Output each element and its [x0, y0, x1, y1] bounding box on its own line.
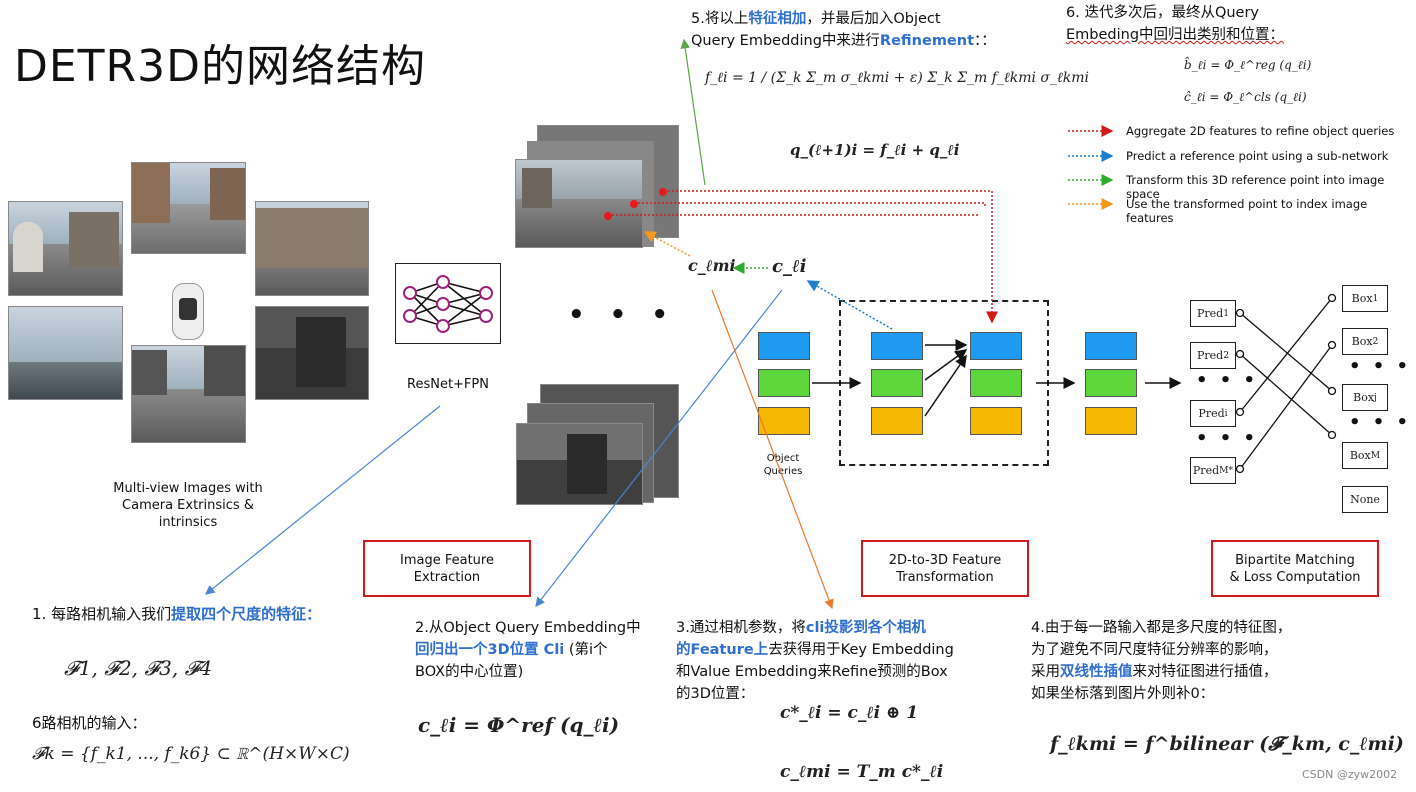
note-step1: 1. 每路相机输入我们提取四个尺度的特征：: [32, 605, 322, 623]
projected-point-1: [659, 188, 667, 196]
legend-predict: Predict a reference point using a sub-ne…: [1126, 149, 1389, 163]
formula-f-li: f_ℓi = 1 / (Σ_k Σ_m σ_ℓkmi + ε) Σ_k Σ_m …: [705, 70, 1090, 86]
page-title: DETR3D的网络结构: [14, 41, 427, 92]
formula-bilinear: f_ℓkmi = f^bilinear (𝓕_km, c_ℓmi): [1050, 733, 1404, 755]
formula-feature-set: 𝓕1, 𝓕2, 𝓕3, 𝓕4: [64, 656, 213, 680]
legend-index: Use the transformed point to index image…: [1126, 197, 1368, 225]
box-dots-2: • • •: [1349, 412, 1412, 433]
note-step5: 5.将以上特征相加，并最后加入Object Query Embedding中来进…: [691, 11, 996, 49]
formula-c-li: c_ℓi = Φ^ref (q_ℓi): [418, 713, 620, 737]
ellipsis-dots: • • •: [568, 300, 676, 330]
camera-image-front: [131, 162, 246, 254]
camera-image-front-right: [255, 201, 369, 296]
pred-dots-2: • • •: [1196, 428, 1259, 449]
formula-fk: 𝓕k = {f_k1, ..., f_k6} ⊂ ℝ^(H×W×C): [32, 744, 350, 764]
formula-c-cls: ĉ_ℓi = Φ_ℓ^cls (q_ℓi): [1184, 90, 1307, 104]
note-six-cameras: 6路相机的输入：: [32, 714, 147, 732]
formula-b-reg: b̂_ℓi = Φ_ℓ^reg (q_ℓi): [1184, 58, 1312, 72]
pred-dots-1: • • •: [1196, 370, 1259, 391]
note-step6: 6. 迭代多次后，最终从Query Embeding中回归出类别和位置：: [1066, 5, 1285, 43]
legend-transform: Transform this 3D reference point into i…: [1126, 173, 1385, 201]
camera-image-back: [131, 345, 246, 443]
stage-bipartite-matching: Bipartite Matching& Loss Computation: [1211, 540, 1379, 597]
note-step4: 4.由于每一路输入都是多尺度的特征图， 为了避免不同尺度特征分辨率的影响， 采用…: [1031, 620, 1292, 702]
formula-q-update: q_(ℓ+1)i = f_ℓi + q_ℓi: [790, 141, 960, 159]
resnet-label: ResNet+FPN: [407, 377, 489, 392]
gt-box-none: None: [1342, 486, 1388, 513]
formula-c-star: c*_ℓi = c_ℓi ⊕ 1: [780, 703, 919, 723]
note-step2: 2.从Object Query Embedding中 回归出一个3D位置 Cli…: [415, 620, 641, 680]
box-dots-1: • • •: [1349, 356, 1412, 377]
watermark: CSDN @zyw2002: [1302, 768, 1398, 781]
camera-image-back-left: [8, 306, 123, 400]
legend-aggregate: Aggregate 2D features to refine object q…: [1126, 124, 1395, 138]
ego-car-icon: [172, 283, 204, 340]
formula-c-mi: c_ℓmi = T_m c*_ℓi: [780, 762, 944, 782]
projected-point-3: [604, 212, 612, 220]
c-lmi-label: c_ℓmi: [688, 256, 736, 275]
camera-image-back-right: [255, 306, 369, 400]
resnet-network-icon: [395, 263, 501, 344]
projected-point-2: [630, 200, 638, 208]
note-step3: 3.通过相机参数，将cli投影到各个相机 的Feature上去获得用于Key E…: [676, 620, 954, 702]
c-li-label: c_ℓi: [772, 256, 807, 277]
multiview-caption: Multi-view Images with Camera Extrinsics…: [113, 481, 263, 530]
camera-image-front-left: [8, 201, 123, 296]
